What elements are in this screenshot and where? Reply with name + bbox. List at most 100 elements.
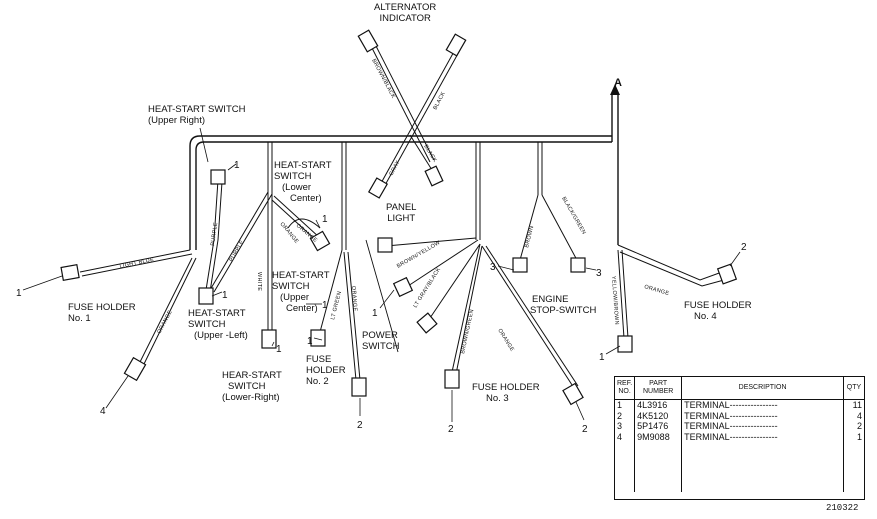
label-line: FUSE HOLDER <box>684 300 752 311</box>
wire-label-light-blue: LIGHT BLUE <box>119 257 155 270</box>
callout-engine-stop-a: 3 <box>490 262 496 273</box>
cell-description: TERMINAL---------------- <box>681 399 844 411</box>
label-heat-start-lower-right: HEAR-START SWITCH (Lower-Right) <box>222 370 282 403</box>
callout-hs-upper-right: 1 <box>234 160 240 171</box>
label-line: (Upper Right) <box>148 115 206 126</box>
cell-description: TERMINAL---------------- <box>681 421 844 432</box>
fuse-holder-4-branch <box>617 244 738 353</box>
label-fuse-holder-4: FUSE HOLDER No. 4 <box>684 300 752 322</box>
label-line: (Upper <box>280 292 310 303</box>
cell-part-number: 5P1476 <box>634 421 683 432</box>
cell-qty: 4 <box>856 410 862 421</box>
label-line: No. 1 <box>68 313 91 324</box>
power-switch-branch <box>365 142 481 353</box>
wire-label-yellow-brown: YELLOW/BROWN <box>610 276 619 325</box>
label-line: No. 3 <box>486 393 509 404</box>
callout-hs-lower-center: 1 <box>322 214 328 225</box>
label-line: LIGHT <box>387 213 416 224</box>
cell-qty: 2 <box>856 421 862 431</box>
parts-table-header: REF. NO. PART NUMBER DESCRIPTION QTY <box>615 377 864 400</box>
fuse-holder-1-branch <box>60 249 197 382</box>
label-line: (Lower-Right) <box>222 392 280 403</box>
cell-ref: 3 <box>615 421 636 432</box>
callout-fuse4-1: 1 <box>599 352 605 363</box>
wire-label-black: BLACK <box>432 91 446 111</box>
callout-leaders <box>22 127 741 422</box>
label-heat-start-upper-left: HEAT-START SWITCH (Upper -Left) <box>188 308 248 341</box>
wire-label-orange-f2: ORANGE <box>350 286 358 312</box>
wire-label-white: WHITE <box>256 272 262 291</box>
label-line: Center) <box>290 193 322 204</box>
fuse-holder-3-branch <box>444 243 584 406</box>
label-fuse-holder-2: FUSE HOLDER No. 2 <box>306 354 346 387</box>
alternator-indicator-branch <box>357 29 467 199</box>
label-line: HEAT-START <box>188 308 246 319</box>
table-filler-row <box>615 442 864 492</box>
wire-label-gray: GRAY <box>388 160 401 177</box>
label-heat-start-upper-right: HEAT-START SWITCH (Upper Right) <box>148 104 245 126</box>
cell-description: TERMINAL---------------- <box>681 431 844 442</box>
cell-qty: 11 <box>852 400 862 410</box>
cell-description: TERMINAL---------------- <box>681 410 844 421</box>
callout-engine-stop-b: 3 <box>596 268 602 279</box>
view-marker: A <box>614 77 622 89</box>
label-engine-stop-switch: ENGINE STOP-SWITCH <box>530 294 596 316</box>
wire-label-orange-f4: ORANGE <box>643 284 669 297</box>
engine-stop-switch-branch <box>512 142 586 273</box>
callout-hs-upper-left: 1 <box>222 290 228 301</box>
label-line: PANEL <box>386 202 417 213</box>
label-power-switch: POWER SWITCH <box>362 330 399 352</box>
wire-label-purple-2: PURPLE <box>229 239 246 263</box>
header-part-number: PART NUMBER <box>634 377 683 400</box>
label-line: (Lower <box>282 182 312 193</box>
header-qty: QTY <box>843 377 864 400</box>
label-panel-light: PANEL LIGHT <box>386 202 416 224</box>
label-line: HEAT-START <box>272 270 330 281</box>
label-line: ALTERNATOR <box>374 2 437 13</box>
label-line: HOLDER <box>306 365 346 376</box>
table-row: 1 4L3916 TERMINAL---------------- 11 <box>615 399 864 411</box>
table-row: 3 5P1476 TERMINAL---------------- 2 <box>615 421 864 432</box>
label-heat-start-upper-center: HEAT-START SWITCH (Upper Center) <box>272 270 330 314</box>
callout-fuse3-a: 2 <box>448 424 454 435</box>
label-line: POWER <box>362 330 398 341</box>
label-line: STOP-SWITCH <box>530 305 597 316</box>
cell-ref: 4 <box>615 431 636 442</box>
table-row: 2 4K5120 TERMINAL---------------- 4 <box>615 410 864 421</box>
callout-fuse4-2: 2 <box>741 242 747 253</box>
label-line: ENGINE <box>532 294 569 305</box>
cell-part-number: 4K5120 <box>634 410 683 421</box>
callout-hs-upper-center: 1 <box>322 300 328 311</box>
label-line: SWITCH <box>228 381 266 392</box>
label-line: SWITCH <box>188 319 226 330</box>
cell-qty: 1 <box>856 431 862 442</box>
wire-label-lt-green: LT GREEN <box>330 290 343 320</box>
label-line: HEAR-START <box>222 370 282 381</box>
wire-label-purple: PURPLE <box>210 222 219 246</box>
header-ref-no: REF. NO. <box>615 377 636 400</box>
label-fuse-holder-1: FUSE HOLDER No. 1 <box>68 302 136 324</box>
wire-label-brown-green: BROWN/GREEN <box>460 309 475 355</box>
label-line: FUSE HOLDER <box>472 382 540 393</box>
label-line: No. 2 <box>306 376 329 387</box>
label-line: HEAT-START SWITCH <box>148 104 246 115</box>
label-line: FUSE HOLDER <box>68 302 136 313</box>
cell-part-number: 9M9088 <box>634 431 683 442</box>
callout-fuse1-4: 4 <box>100 406 106 417</box>
label-line: No. 4 <box>694 311 717 322</box>
label-fuse-holder-3: FUSE HOLDER No. 3 <box>472 382 540 404</box>
wire-label-black-2: BLACK <box>422 144 437 164</box>
label-line: (Upper -Left) <box>194 330 248 341</box>
label-line: FUSE <box>306 354 332 365</box>
label-line: SWITCH <box>362 341 400 352</box>
callout-hs-lower-right: 1 <box>276 344 282 355</box>
cell-part-number: 4L3916 <box>634 399 683 411</box>
wire-label-orange-f1: ORANGE <box>156 309 173 334</box>
cell-ref: 2 <box>615 410 636 421</box>
main-harness-trunk <box>189 84 620 250</box>
callout-fuse3-b: 2 <box>582 424 588 435</box>
callout-fuse2-2: 2 <box>357 420 363 431</box>
label-line: Center) <box>286 303 318 314</box>
label-line: HEAT-START <box>274 160 332 171</box>
callout-power-switch: 1 <box>372 308 378 319</box>
